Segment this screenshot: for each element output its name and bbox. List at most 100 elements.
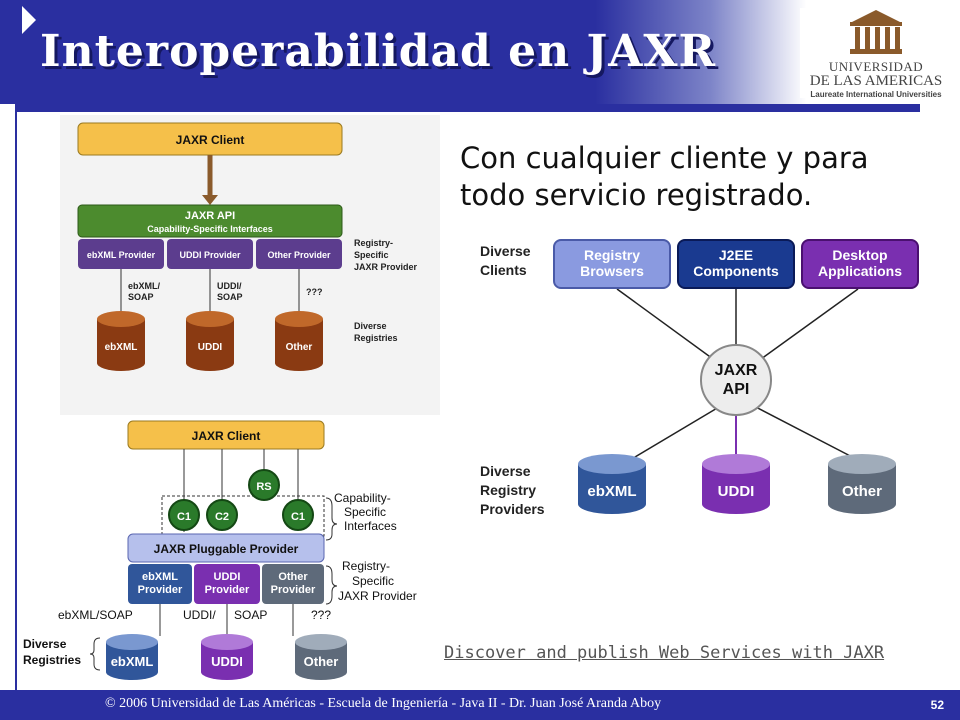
d2-registries-label-2: Registries <box>23 653 81 667</box>
d2-c2-label: C2 <box>215 511 229 523</box>
d2-c1-left-label: C1 <box>177 511 191 523</box>
header-rule <box>15 104 920 112</box>
d2-db-uddi <box>201 634 253 680</box>
d1-db-label-uddi: UDDI <box>198 342 223 353</box>
d1-db-uddi <box>186 311 234 371</box>
d1-api-title: JAXR API <box>185 210 235 222</box>
diagram-architecture: JAXR Client JAXR API Capability-Specific… <box>60 115 440 415</box>
d3-providers-label-2: Registry <box>480 482 536 498</box>
d3-providers-label-1: Diverse <box>480 463 531 479</box>
d2-provider-side-3: JAXR Provider <box>338 589 417 603</box>
d3-clients-label-2: Clients <box>480 262 527 278</box>
d1-db-other <box>275 311 323 371</box>
d3-db-label-ebxml: ebXML <box>587 483 636 500</box>
d3-client-registry-2: Browsers <box>580 263 644 279</box>
d2-c1-right-label: C1 <box>291 511 305 523</box>
d1-provider-label-ebxml: ebXML Provider <box>87 250 156 260</box>
d1-side-provider-1: Registry- <box>354 238 393 248</box>
d1-db-label-other: Other <box>286 342 313 353</box>
d2-provider-ebxml-2: Provider <box>138 584 183 596</box>
footer-bar: © 2006 Universidad de Las Américas - Esc… <box>0 690 960 720</box>
d3-providers-label-3: Providers <box>480 501 545 517</box>
building-icon <box>850 10 902 54</box>
d2-db-other <box>295 634 347 680</box>
d2-provider-uddi <box>194 564 260 604</box>
d1-client-label: JAXR Client <box>176 133 245 147</box>
d3-client-desktop-1: Desktop <box>832 247 887 263</box>
subtitle-line-2: todo servicio registrado. <box>460 178 813 212</box>
d2-db-label-ebxml: ebXML <box>111 654 154 669</box>
d3-client-desktop <box>801 239 919 289</box>
d1-provider-uddi <box>167 239 253 269</box>
d1-provider-ebxml <box>78 239 164 269</box>
d2-protocol-other: ??? <box>311 608 331 622</box>
d3-client-registry-browsers <box>553 239 671 289</box>
diagram-pluggable: JAXR Client RS C1 C2 C1 Capability- Spec… <box>23 420 417 680</box>
d3-api-label-2: API <box>723 381 750 398</box>
d3-api-circle: JAXR API <box>700 344 772 416</box>
d1-side-provider-2: Specific <box>354 250 389 260</box>
subtitle-line-1: Con cualquier cliente y para <box>460 141 869 175</box>
d2-provider-side-2: Specific <box>352 574 394 588</box>
d2-provider-ebxml-1: ebXML <box>142 571 178 583</box>
d1-protocol-other: ??? <box>306 287 323 297</box>
d2-provider-uddi-2: Provider <box>205 584 250 596</box>
d2-registries-label-1: Diverse <box>23 637 67 651</box>
d2-cap-label-3: Interfaces <box>344 519 397 533</box>
d2-client-box <box>127 420 325 450</box>
logo-line2: DE LAS AMERICAS <box>809 73 943 89</box>
d2-db-ebxml <box>106 634 158 680</box>
d3-db-ebxml: ebXML <box>578 454 646 514</box>
d2-protocol-soap: SOAP <box>234 608 267 622</box>
d2-cap-label-1: Capability- <box>334 491 391 505</box>
d2-pluggable-box <box>127 533 325 563</box>
footer-text: © 2006 Universidad de Las Américas - Esc… <box>105 696 662 711</box>
header-arrow-icon <box>22 6 36 34</box>
d1-protocol-uddi-1: UDDI/ <box>217 281 242 291</box>
d3-client-j2ee-1: J2EE <box>719 247 753 263</box>
d1-provider-label-uddi: UDDI Provider <box>179 250 241 260</box>
d3-client-j2ee <box>677 239 795 289</box>
d1-protocol-ebxml-1: ebXML/ <box>128 281 161 291</box>
d1-side-provider-3: JAXR Provider <box>354 262 418 272</box>
d2-protocol-uddi: UDDI/ <box>183 608 216 622</box>
d1-provider-other <box>256 239 342 269</box>
d3-client-j2ee-2: Components <box>693 263 779 279</box>
d2-db-label-uddi: UDDI <box>211 654 243 669</box>
d2-provider-other-1: Other <box>278 571 308 583</box>
d3-db-other: Other <box>828 454 896 514</box>
slide-subtitle: Con cualquier cliente y para todo servic… <box>460 140 930 214</box>
d2-provider-ebxml <box>128 564 192 604</box>
d1-db-ebxml <box>97 311 145 371</box>
d2-rs-label: RS <box>256 481 271 493</box>
d2-provider-uddi-1: UDDI <box>214 571 241 583</box>
university-logo: UNIVERSIDAD DE LAS AMERICAS Laureate Int… <box>800 8 952 99</box>
discover-link[interactable]: Discover and publish Web Services with J… <box>444 643 885 663</box>
d3-client-registry-1: Registry <box>584 247 640 263</box>
diagram-clients: Diverse Clients Registry Browsers J2EE C… <box>472 232 932 530</box>
d2-db-label-other: Other <box>304 654 339 669</box>
d3-db-uddi: UDDI <box>702 454 770 514</box>
d3-client-desktop-2: Applications <box>818 263 902 279</box>
d3-clients-label-1: Diverse <box>480 243 531 259</box>
d1-protocol-ebxml-2: SOAP <box>128 292 154 302</box>
d2-protocol-ebxml: ebXML/SOAP <box>58 608 133 622</box>
d2-provider-other-2: Provider <box>271 584 316 596</box>
logo-tagline: Laureate International Universities <box>810 90 942 99</box>
d1-provider-label-other: Other Provider <box>267 250 331 260</box>
d2-rs-circle: RS <box>248 469 280 501</box>
logo-line1: UNIVERSIDAD <box>828 59 924 74</box>
d2-client-label: JAXR Client <box>192 429 261 443</box>
d3-api-label-1: JAXR <box>715 362 758 379</box>
d2-c1-right: C1 <box>282 499 314 531</box>
d2-provider-side-1: Registry- <box>342 559 390 573</box>
page-number: 52 <box>930 698 944 712</box>
d1-protocol-uddi-2: SOAP <box>217 292 243 302</box>
d3-db-label-other: Other <box>842 483 882 500</box>
d1-side-registries-1: Diverse <box>354 321 387 331</box>
d3-db-label-uddi: UDDI <box>718 483 755 500</box>
d2-c1-left: C1 <box>168 499 200 531</box>
d1-api-box <box>77 204 343 238</box>
d2-c2: C2 <box>206 499 238 531</box>
